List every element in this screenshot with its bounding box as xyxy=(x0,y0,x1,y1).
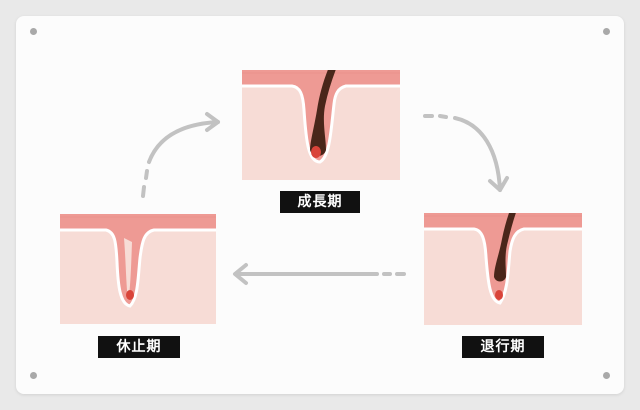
label-anagen: 成長期 xyxy=(280,191,360,213)
arrow-telogen-to-anagen xyxy=(141,112,220,198)
panel-catagen xyxy=(424,213,582,325)
corner-pin-bottom-left xyxy=(30,372,37,379)
catagen-follicle-illustration xyxy=(424,213,582,325)
arrow-catagen-to-telogen xyxy=(233,263,406,285)
corner-pin-top-right xyxy=(603,28,610,35)
dermal-papilla xyxy=(495,290,503,300)
arrow-anagen-to-catagen xyxy=(423,114,509,192)
hair-shaft xyxy=(310,70,336,156)
telogen-follicle-illustration xyxy=(60,214,216,324)
corner-pin-bottom-right xyxy=(603,372,610,379)
anagen-follicle-illustration xyxy=(242,70,400,180)
panel-anagen xyxy=(242,70,400,180)
dermal-papilla xyxy=(126,290,134,300)
hair-shaft xyxy=(494,213,516,282)
label-catagen: 退行期 xyxy=(462,336,544,358)
dermal-papilla xyxy=(311,146,321,158)
corner-pin-top-left xyxy=(30,28,37,35)
panel-telogen xyxy=(60,214,216,324)
label-telogen: 休止期 xyxy=(98,336,180,358)
